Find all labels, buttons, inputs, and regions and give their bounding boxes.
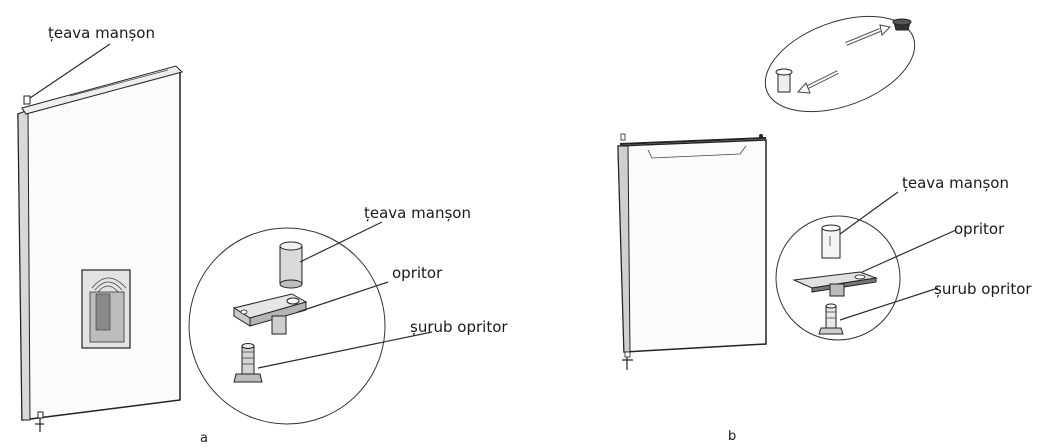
leader-stopper-b: [861, 229, 957, 273]
label-screw-a: șurub opritor: [410, 318, 508, 336]
label-stopper-b: opritor: [954, 220, 1005, 238]
screw-a: [233, 343, 263, 383]
label-sleeve-a: țeava manșon: [364, 204, 471, 222]
caption-a: a: [200, 431, 208, 446]
stopper-bracket-b: [792, 271, 878, 297]
bottom-hinge-part: [35, 411, 44, 432]
screw-b: [818, 303, 844, 335]
leader-screw-a: [257, 331, 433, 369]
caption-b: b: [728, 429, 736, 444]
top-sleeve-part: [23, 95, 31, 105]
leader-sleeve-b: [839, 191, 899, 235]
label-screw-b: șurub opritor: [934, 280, 1032, 298]
detail-circle-b: [775, 215, 901, 341]
label-stopper-a: opritor: [392, 264, 443, 282]
arrow-left-icon: [796, 70, 839, 94]
leader-sleeve-a: [299, 221, 383, 263]
stopper-bracket-a: [232, 293, 308, 335]
plug-part-top: [892, 18, 912, 31]
top-right-marker-b: [759, 134, 763, 138]
leader-stopper-a: [297, 281, 389, 313]
sleeve-part-small: [775, 68, 793, 93]
door-b: [617, 133, 767, 370]
top-hinge-marker-b: [620, 133, 626, 141]
leader-top-sleeve: [29, 43, 111, 99]
detail-ellipse-top-b: [764, 15, 916, 113]
label-top-sleeve-a: țeava manșon: [48, 24, 155, 42]
label-sleeve-b: țeava manșon: [902, 174, 1009, 192]
leader-screw-b: [839, 287, 939, 321]
water-dispenser: [81, 269, 131, 349]
sleeve-cylinder-a: [279, 241, 303, 289]
panel-b: țeava manșon opritor șurub opritor b: [617, 15, 1032, 444]
sleeve-cylinder-b: [821, 224, 841, 259]
detail-circle-a: [188, 227, 386, 425]
door-a: [17, 65, 183, 432]
arrow-right-icon: [845, 24, 892, 46]
bottom-hinge-part-b: [622, 351, 633, 370]
panel-a: țeava manșon: [17, 24, 508, 446]
